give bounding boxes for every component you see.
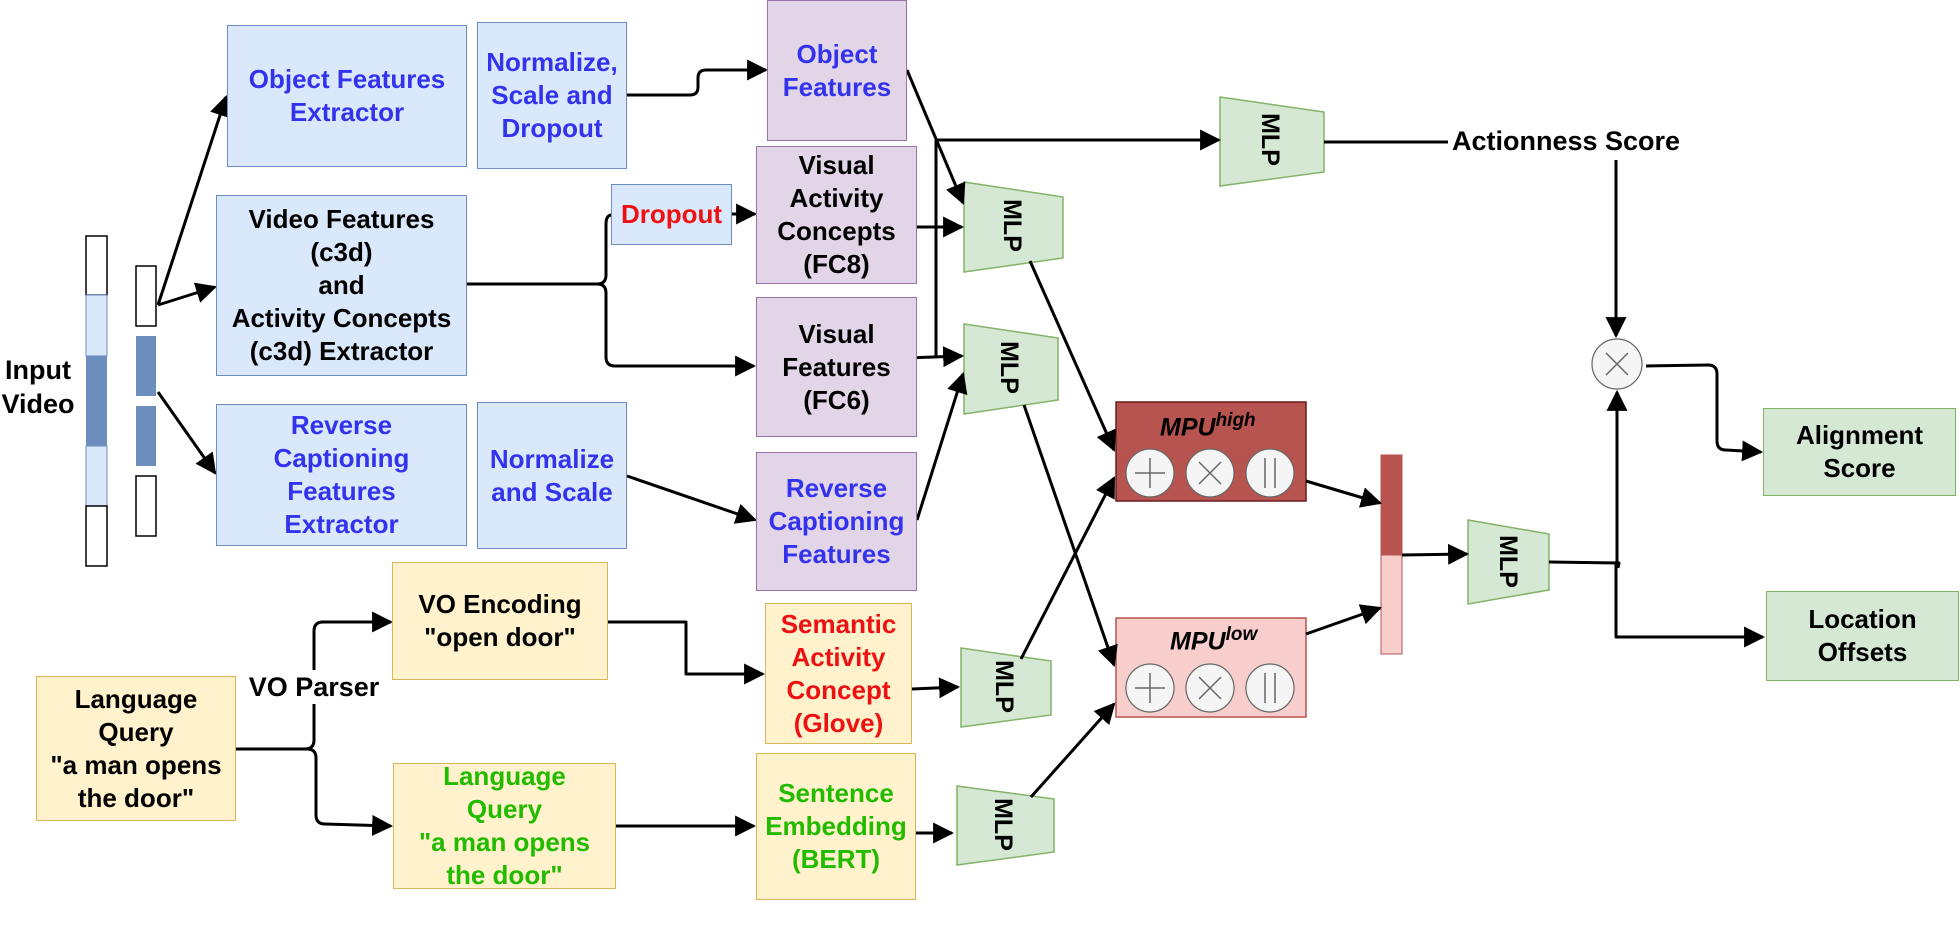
mlp-label-semantic: MLP — [989, 660, 1018, 713]
mpu-low-title: MPUlow — [1170, 624, 1258, 656]
normalize-and-scale: Normalize and Scale — [477, 402, 627, 549]
alignment-score: Alignment Score — [1763, 408, 1956, 496]
concat-icon — [1245, 663, 1295, 713]
language-query-input: Language Query "a man opens the door" — [36, 676, 236, 821]
language-query-green: Language Query "a man opens the door" — [393, 761, 616, 890]
actionness-score-label: Actionness Score — [1451, 126, 1681, 156]
mlp-fusion — [1467, 519, 1550, 605]
connectors — [156, 59, 1766, 844]
vo-encoding: VO Encoding "open door" — [392, 562, 608, 680]
fused-vector-high — [1380, 454, 1403, 556]
visual-features: Visual Features (FC6) — [756, 297, 917, 437]
mlp-actionness — [1219, 96, 1325, 187]
mlp-blocks — [956, 96, 1550, 866]
mpu-high-ops — [1125, 448, 1295, 498]
mlp-sentence — [956, 785, 1055, 866]
mlp-visual-activity — [963, 181, 1064, 273]
mlp-label-actionness: MLP — [1255, 113, 1284, 166]
reverse-captioning-features: Reverse Captioning Features — [756, 452, 917, 591]
mlp-label-sentence: MLP — [988, 798, 1017, 851]
input-video-label: Input Video — [1, 355, 75, 419]
location-offsets: Location Offsets — [1766, 591, 1959, 681]
dropout: Dropout — [611, 184, 732, 245]
reverse-captioning-extractor: Reverse Captioning Features Extractor — [216, 404, 467, 546]
mlp-label-visual-features: MLP — [994, 341, 1023, 394]
sentence-embedding: Sentence Embedding (BERT) — [756, 753, 916, 900]
mlp-label-visual-activity: MLP — [997, 199, 1026, 252]
mpu-low-ops — [1125, 663, 1295, 713]
semantic-activity-concept: Semantic Activity Concept (Glove) — [765, 603, 912, 744]
mpu-high-title: MPUhigh — [1160, 410, 1256, 442]
sampled-frames — [135, 265, 157, 537]
visual-activity-concepts: Visual Activity Concepts (FC8) — [756, 146, 917, 284]
video-features-extractor: Video Features (c3d) and Activity Concep… — [216, 195, 467, 376]
object-features: Object Features — [767, 0, 907, 141]
concat-icon — [1245, 448, 1295, 498]
object-features-extractor: Object Features Extractor — [227, 25, 467, 167]
mlp-label-fusion: MLP — [1493, 535, 1522, 588]
vo-parser-label: VO Parser — [240, 670, 388, 704]
input-frame-strip — [85, 235, 108, 567]
fused-vector-low — [1380, 554, 1403, 655]
normalize-scale-dropout: Normalize, Scale and Dropout — [477, 22, 627, 169]
